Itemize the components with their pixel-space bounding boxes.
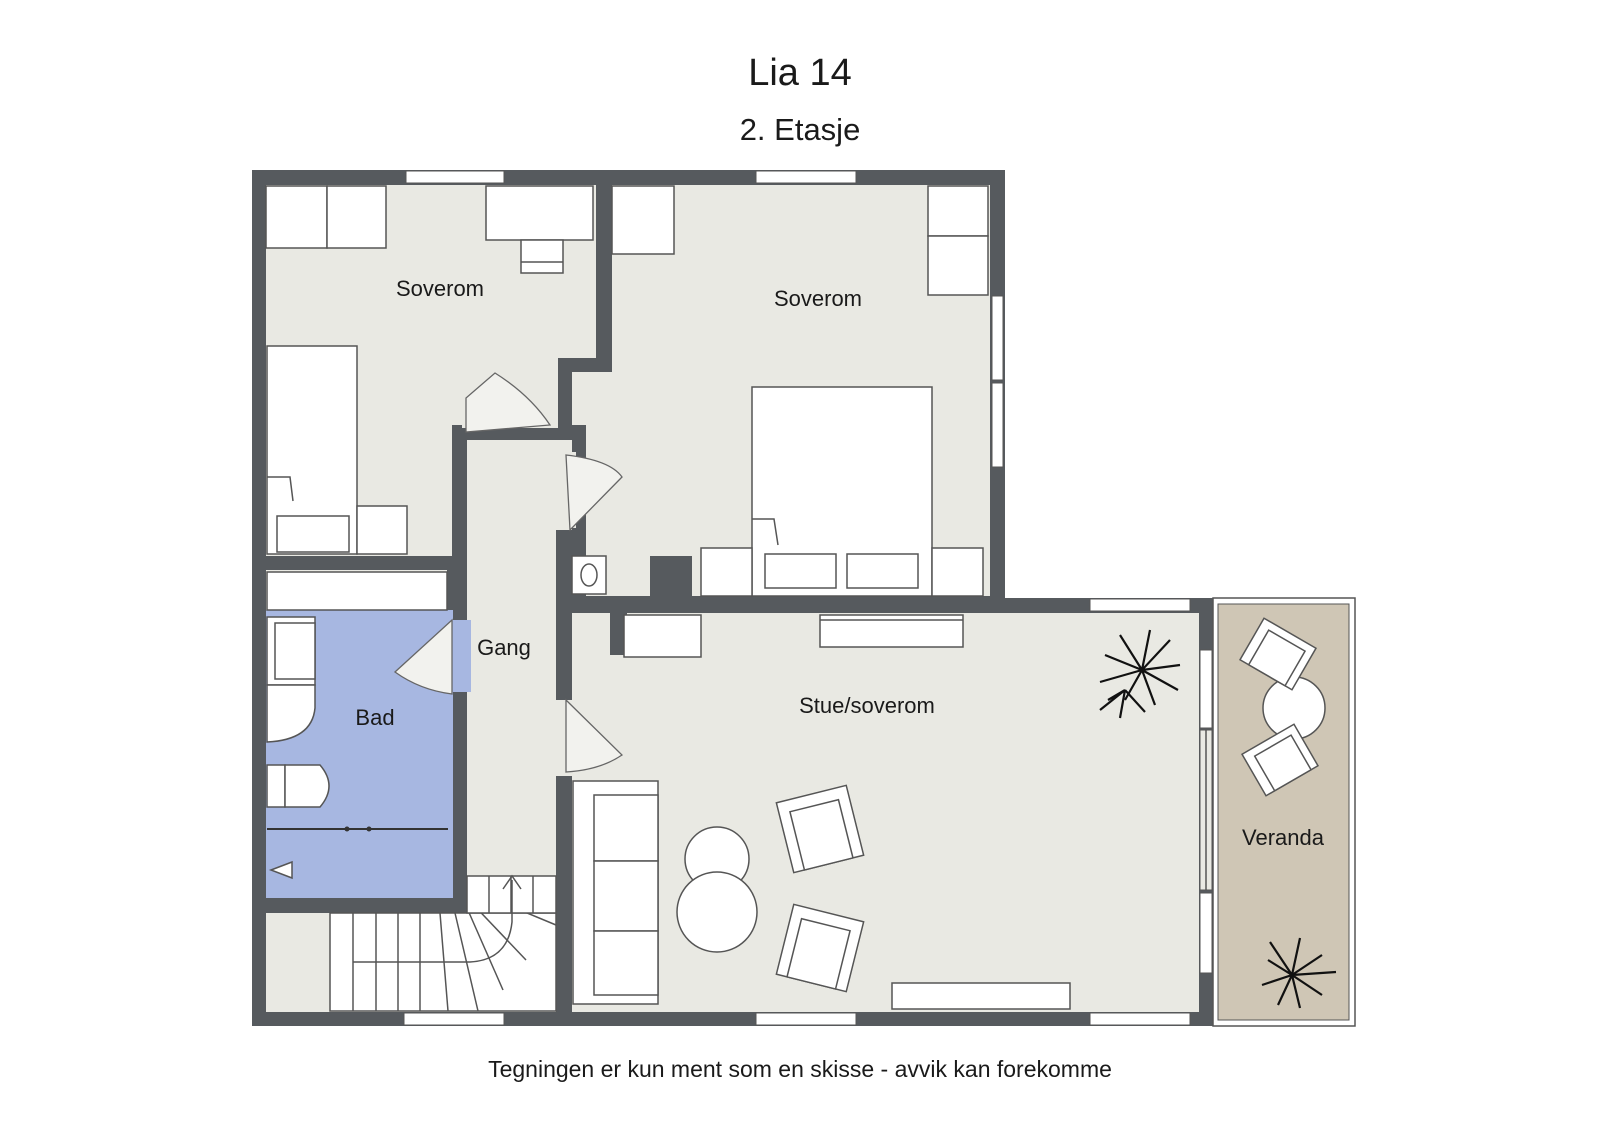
door-living[interactable] — [565, 698, 624, 773]
veranda-furniture — [1238, 617, 1326, 797]
room-label-bathroom: Bad — [355, 705, 394, 730]
plant-icon — [1261, 937, 1337, 1009]
living-floor — [572, 613, 1199, 1012]
room-label-hallway: Gang — [477, 635, 531, 660]
hallway-floor — [467, 440, 556, 875]
living-furniture — [572, 614, 1071, 1010]
door-bedroom-right[interactable] — [565, 454, 623, 532]
bathroom-fixtures — [266, 571, 448, 880]
room-label-bedroom-right: Soverom — [774, 286, 862, 311]
plant-icon — [1099, 629, 1181, 719]
staircase[interactable] — [329, 874, 557, 1012]
door-bathroom[interactable] — [393, 618, 453, 695]
door-bedroom-left[interactable] — [465, 372, 552, 433]
left-bedroom-furniture — [265, 185, 594, 555]
windows — [403, 170, 1213, 1026]
plan-subtitle: 2. Etasje — [739, 112, 861, 147]
room-label-living: Stue/soverom — [799, 693, 935, 718]
disclaimer: Tegningen er kun ment som en skisse - av… — [488, 1056, 1112, 1082]
right-bedroom-furniture — [571, 185, 989, 597]
plan-title: Lia 14 — [748, 52, 852, 94]
room-label-veranda: Veranda — [1242, 825, 1325, 850]
room-label-bedroom-left: Soverom — [396, 276, 484, 301]
